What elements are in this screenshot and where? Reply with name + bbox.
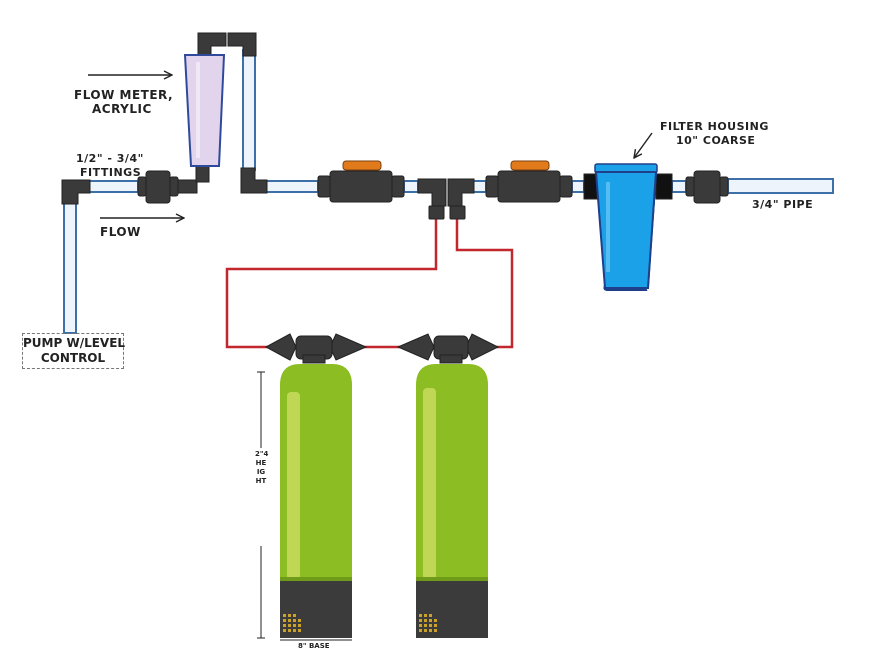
pump-label: PUMP W/LEVEL CONTROL (22, 333, 126, 369)
right-tank-neck (439, 354, 463, 364)
valve-2-end-right (559, 175, 573, 198)
valve-2-body (497, 170, 561, 203)
valve-1-end-right (391, 175, 405, 198)
arrows (88, 75, 653, 218)
tubing-from-right-tank (455, 218, 514, 349)
flow-meter-label-line2: ACRYLIC (92, 102, 152, 116)
pipe-outlet (727, 178, 834, 194)
flow-label: FLOW (100, 225, 141, 239)
valve-1-handle (342, 160, 382, 171)
filter-housing-arrow (634, 132, 653, 158)
outlet-union-nut (693, 170, 721, 204)
flow-meter-top-elbow-left (197, 32, 227, 57)
tubing (225, 218, 514, 349)
tubing-to-left-tank (225, 218, 438, 349)
pipe-between-valve-1-tee (403, 180, 419, 193)
downstream-elbow (240, 167, 268, 194)
filter-housing-label: FILTER HOUSING 10" COARSE (660, 120, 769, 148)
tank-heads (264, 333, 500, 364)
pump-label-line2: CONTROL (40, 351, 106, 365)
inlet-union-nut (145, 170, 171, 204)
pipe-flow-meter-outlet (242, 49, 256, 171)
pipe-between-filter-union (671, 180, 687, 193)
height-label: 2"4 HEIGHT (255, 450, 269, 485)
right-tank-base-texture (419, 614, 437, 632)
pump-label-line1: PUMP W/LEVEL (23, 336, 126, 350)
filter-housing-label-line1: FILTER HOUSING (660, 120, 769, 133)
right-tank-head-port-left (396, 333, 435, 361)
outlet-union-body (685, 176, 695, 197)
left-tank-neck (302, 354, 326, 364)
inlet-union-body-2 (169, 176, 179, 197)
fittings-label: 1/2" - 3/4" FITTINGS (76, 152, 144, 180)
fittings-label-line1: 1/2" - 3/4" (76, 152, 144, 165)
pipe-between-valve-2-filter (571, 180, 585, 193)
right-tank-highlight (423, 388, 436, 580)
right-tank-head-port-right (465, 333, 500, 361)
valve-1-end-left (317, 175, 331, 198)
valve-2-end-left (485, 175, 499, 198)
pipe-label: 3/4" PIPE (752, 198, 814, 211)
dimension-lines (257, 371, 352, 641)
tee-adapter-right (449, 205, 466, 220)
pipes (63, 49, 834, 334)
tee-elbow-right (447, 178, 475, 207)
flow-meter-top-elbow-right (227, 32, 257, 57)
pipe-horizontal-inlet (87, 180, 139, 193)
flow-meter-label: FLOW METER, ACRYLIC (74, 88, 173, 116)
flow-meter-label-line1: FLOW METER, (74, 88, 174, 102)
right-tank-band (416, 577, 488, 581)
tee-adapter-left (428, 205, 445, 220)
left-tank-head-port-left (264, 333, 297, 361)
flow-meter-highlight (196, 62, 200, 158)
pipe-vertical-inlet (63, 199, 77, 334)
base-label: 8" BASE (298, 642, 330, 650)
left-tank-band (280, 577, 352, 581)
flow-meter (183, 54, 226, 167)
left-tank (280, 364, 352, 638)
flow-meter-bottom-collar (195, 165, 210, 183)
left-tank-head-port-right (329, 333, 368, 361)
filter-outlet-connector (655, 173, 673, 200)
filter-housing-body (594, 171, 658, 289)
outlet-union-body-2 (719, 176, 729, 197)
valve-1-body (329, 170, 393, 203)
tee-elbow-left (417, 178, 447, 207)
right-tank-base (416, 581, 488, 638)
fittings (61, 32, 729, 220)
fittings-label-line2: FITTINGS (80, 166, 142, 179)
filter-housing-highlight (606, 182, 610, 272)
left-tank-base (280, 581, 352, 638)
valve-2-handle (510, 160, 550, 171)
left-tank-highlight (287, 392, 300, 580)
pipe-to-valve-1 (265, 180, 319, 193)
filter-housing-label-line2: 10" COARSE (676, 134, 756, 147)
right-tank (416, 364, 488, 638)
left-tank-base-texture (283, 614, 301, 632)
inlet-elbow (61, 179, 91, 205)
